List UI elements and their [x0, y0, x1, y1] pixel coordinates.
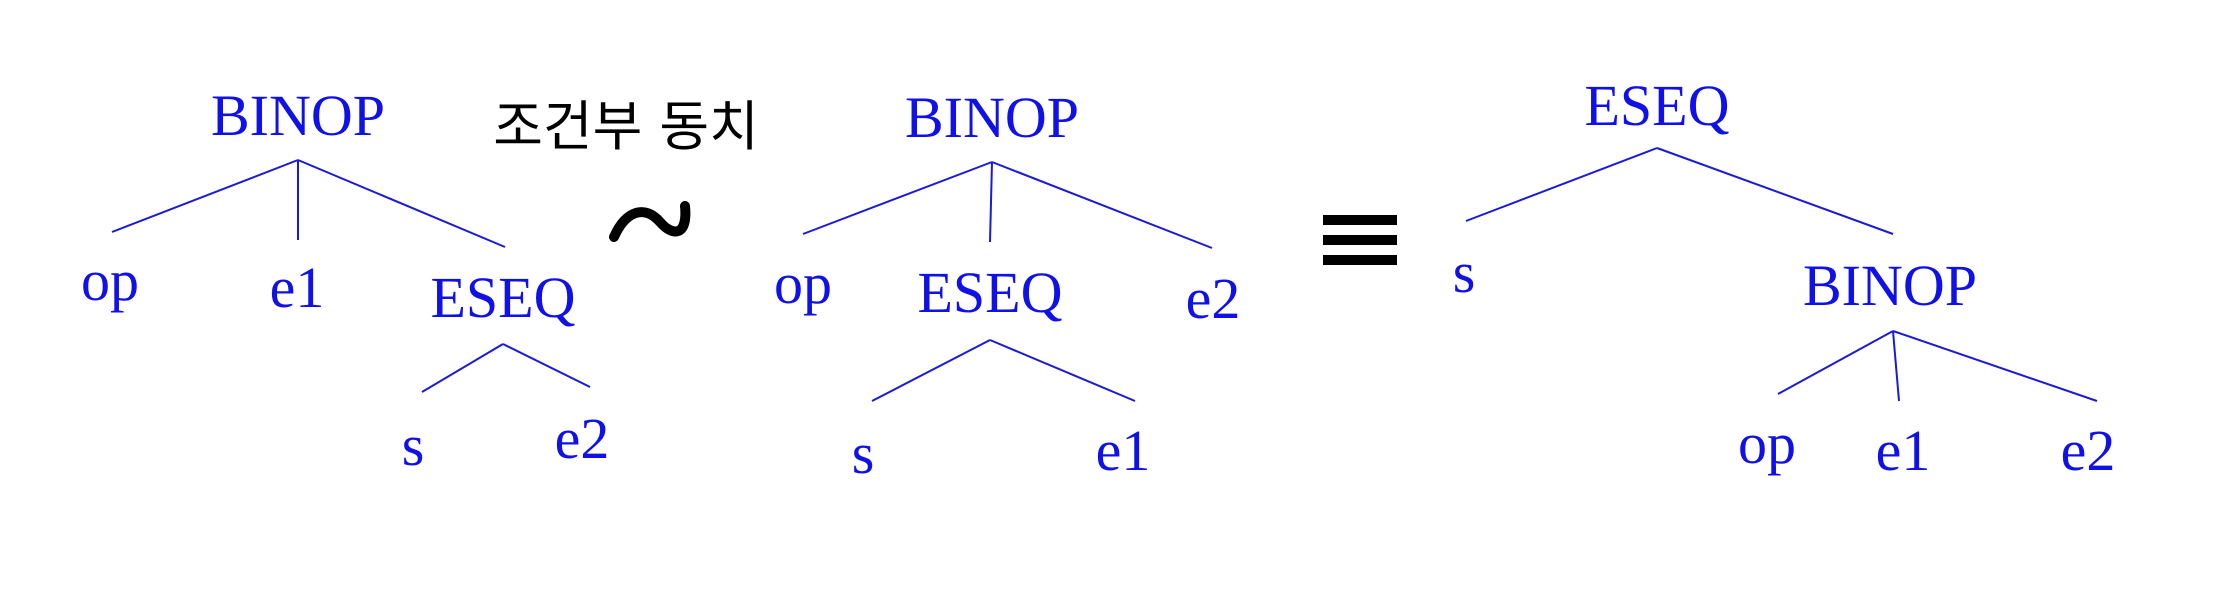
middle-edge-root-e2	[991, 161, 1213, 249]
right-grandchild-op: op	[1738, 411, 1796, 476]
middle-child-e2: e2	[1186, 266, 1241, 331]
left-edge-root-eseq	[297, 159, 506, 248]
middle-edge-root-op	[802, 161, 993, 235]
tilde-symbol	[609, 201, 691, 242]
middle-edge-eseq-e1	[989, 339, 1136, 402]
right-grandchild-e1: e1	[1876, 418, 1931, 483]
middle-edge-eseq-s	[871, 339, 991, 402]
left-child-eseq: ESEQ	[431, 265, 576, 330]
middle-child-eseq: ESEQ	[918, 260, 1063, 325]
right-edge-binop-e1	[1892, 330, 1900, 402]
left-grandchild-e2: e2	[555, 406, 610, 471]
left-child-op: op	[81, 248, 139, 313]
right-child-binop: BINOP	[1803, 253, 1977, 318]
right-grandchild-e2: e2	[2061, 418, 2116, 483]
right-edge-root-s	[1465, 147, 1658, 222]
left-edge-root-op	[111, 159, 299, 233]
left-tree: BINOP op e1 ESEQ s e2	[81, 83, 609, 478]
right-root-eseq: ESEQ	[1585, 73, 1730, 138]
middle-grandchild-s: s	[852, 421, 875, 486]
right-tree: ESEQ s BINOP op e1 e2	[1453, 73, 2116, 483]
left-grandchild-s: s	[402, 413, 425, 478]
conditional-equivalence-caption: 조건부 동치	[493, 95, 759, 158]
right-edge-binop-op	[1777, 330, 1894, 395]
middle-child-op: op	[774, 251, 832, 316]
middle-root-binop: BINOP	[905, 85, 1079, 150]
left-edge-eseq-e2	[502, 343, 591, 388]
left-child-e1: e1	[270, 255, 325, 320]
equivalence-symbol	[1323, 215, 1397, 265]
middle-edge-root-eseq	[989, 161, 993, 243]
left-root-binop: BINOP	[211, 83, 385, 148]
left-edge-eseq-s	[421, 343, 504, 393]
middle-grandchild-e1: e1	[1096, 418, 1151, 483]
middle-tree: BINOP op ESEQ e2 s e1	[774, 85, 1240, 486]
right-edge-binop-e2	[1892, 330, 2098, 402]
right-edge-root-binop	[1656, 147, 1894, 235]
right-child-s: s	[1453, 240, 1476, 305]
